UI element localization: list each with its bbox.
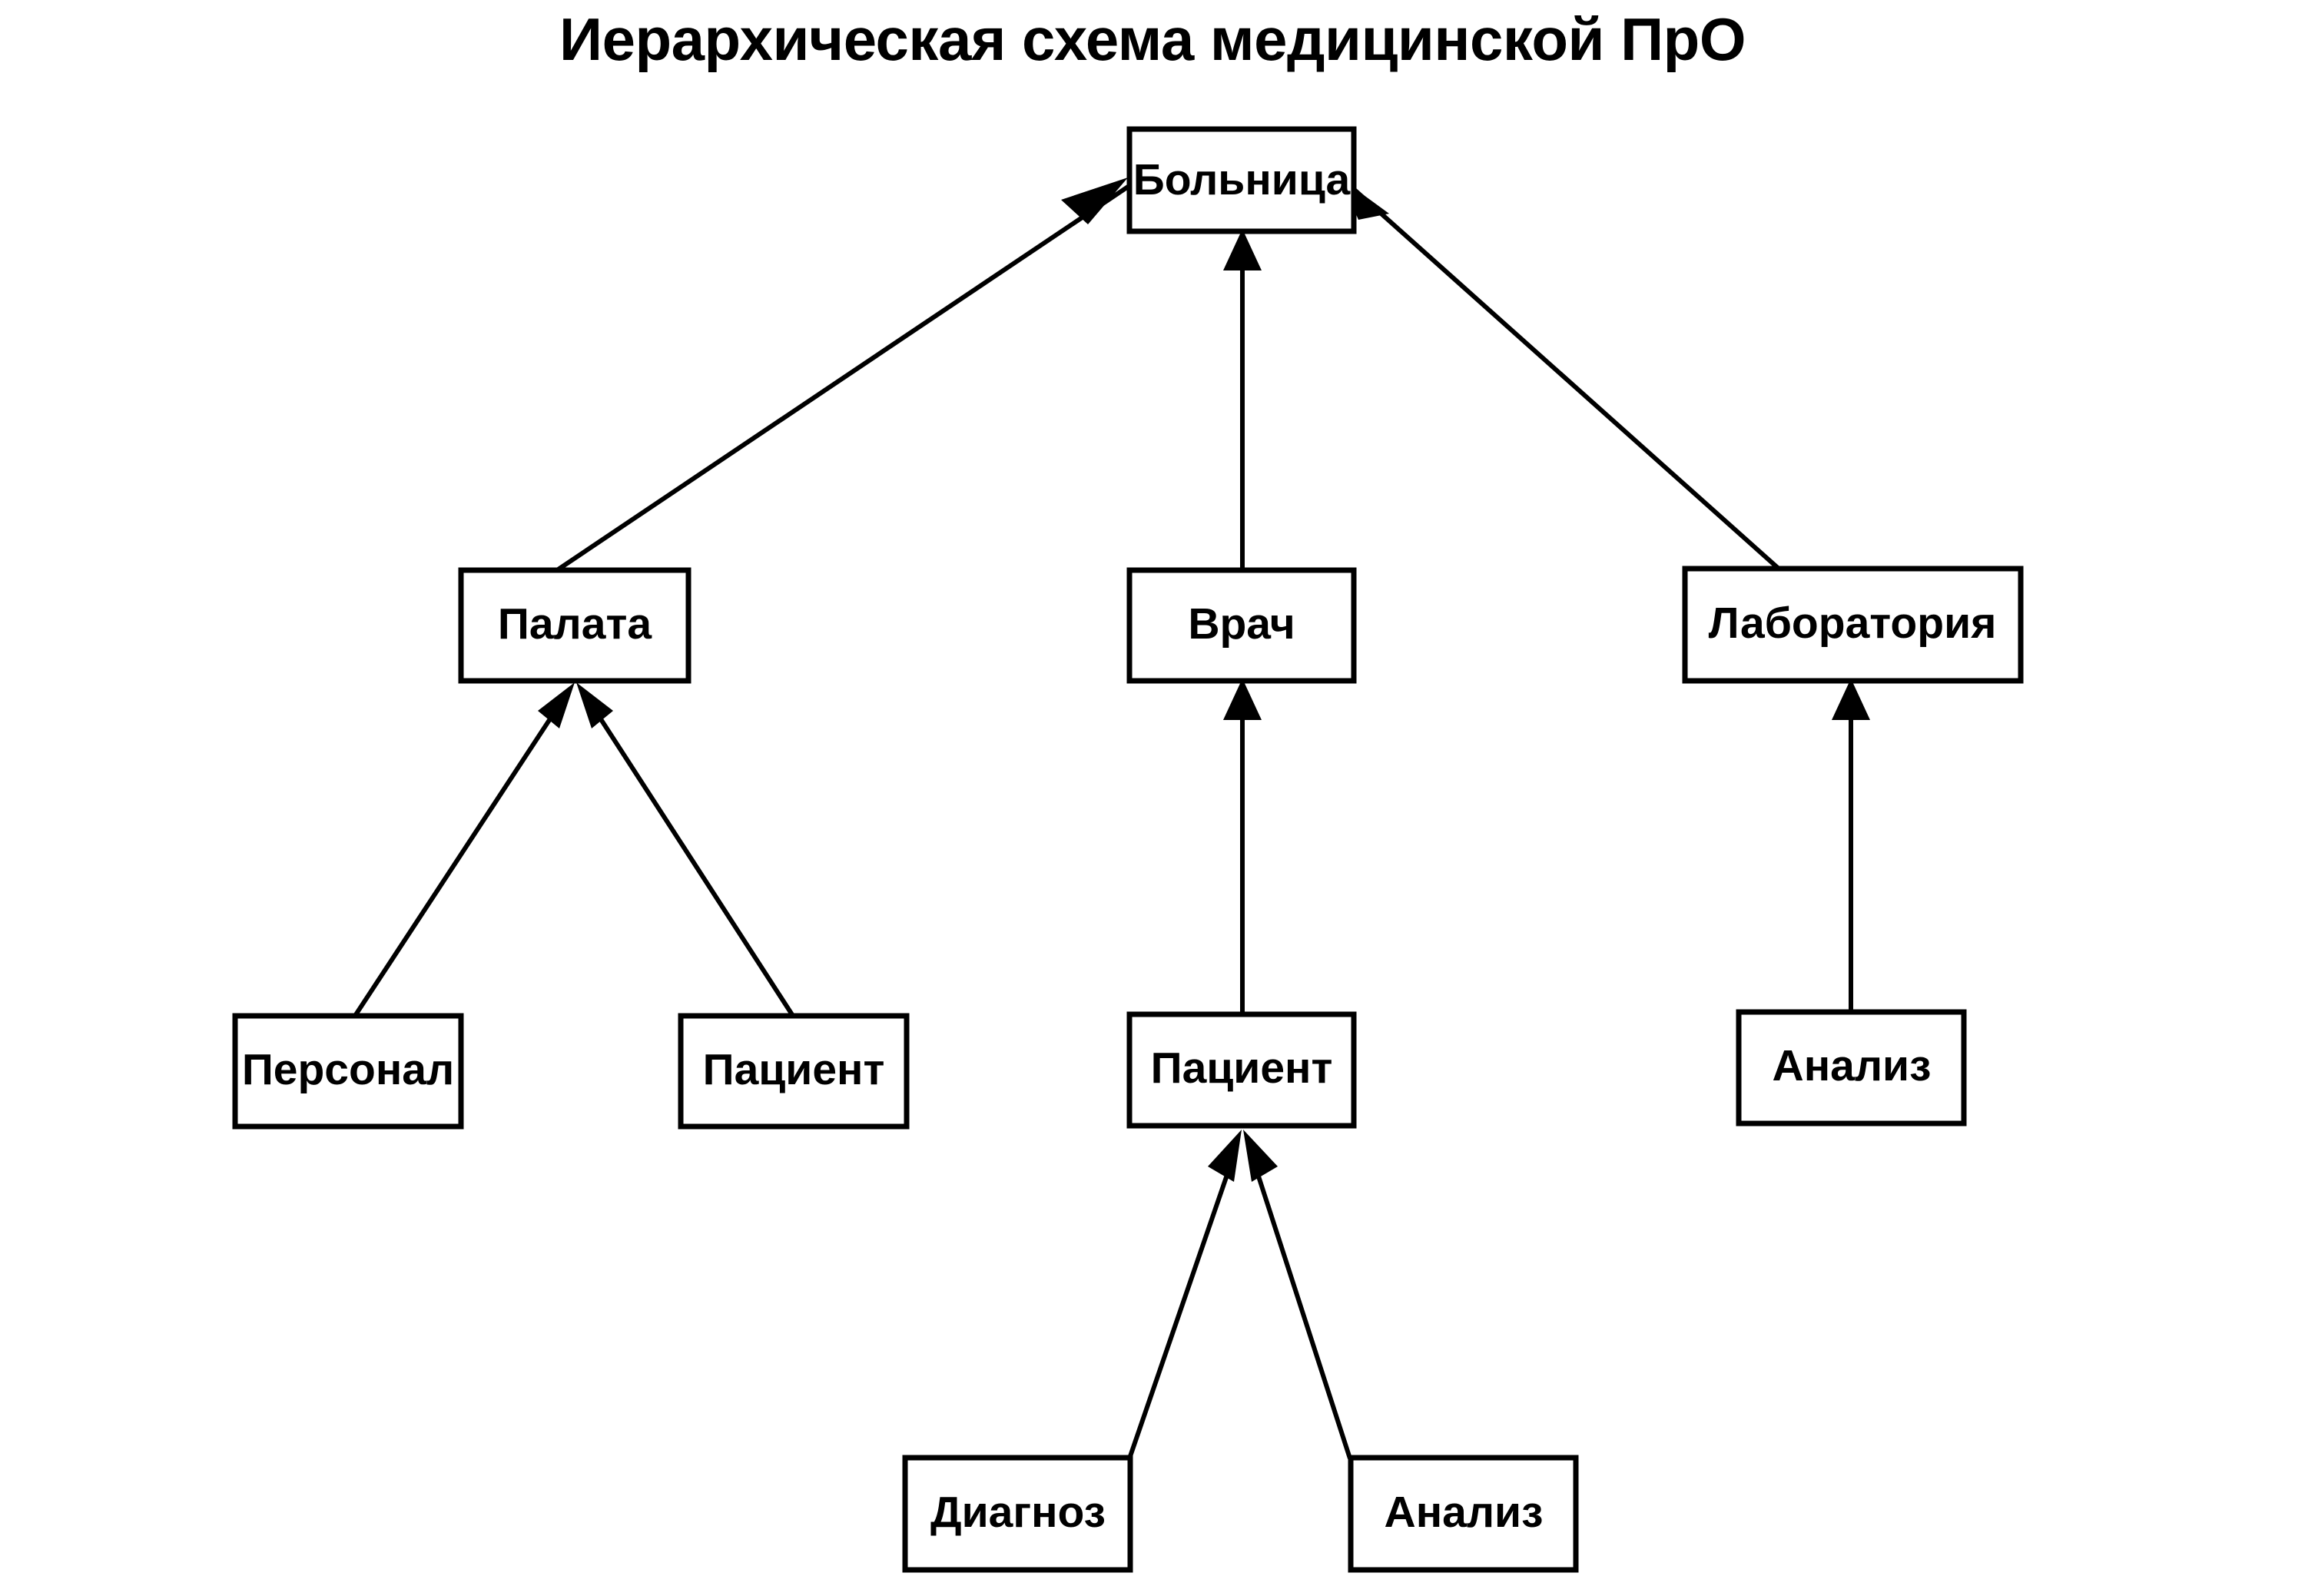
node-label-diagnosis: Диагноз [930,1488,1106,1537]
node-label-doctor: Врач [1188,599,1295,649]
node-box-patient-ward[interactable] [678,1013,910,1130]
node-label-analysis-lab: Анализ [1773,1041,1932,1090]
arrowhead-patient-ward [576,682,613,728]
node-box-staff[interactable] [232,1013,464,1130]
node-patient-ward[interactable]: Пациент [678,1013,910,1130]
edge-patient-doc-to-doctor [1223,679,1262,1014]
edge-line-staff-ward [353,692,569,1017]
edge-line-laboratory-hospital [1347,182,1780,571]
node-label-patient-doctor: Пациент [1151,1044,1333,1093]
arrowhead-ward-hospital [1061,178,1128,224]
node-analysis-patient[interactable]: Анализ [1348,1455,1579,1573]
arrowhead-patient-doctor [1223,679,1262,720]
edge-line-analysis-patient [1249,1152,1352,1459]
node-label-patient-ward: Пациент [703,1045,885,1094]
node-box-doctor[interactable] [1126,567,1357,684]
node-patient-doctor[interactable]: Пациент [1126,1011,1357,1129]
node-label-laboratory: Лаборатория [1709,599,1997,648]
node-hospital[interactable]: Больница [1126,126,1357,234]
edge-patient-ward-to-ward [576,682,795,1017]
arrowhead-diagnosis-patient [1208,1130,1242,1182]
edge-line-ward-hospital [556,180,1136,572]
edge-staff-to-ward [353,682,575,1017]
edge-doctor-to-hospital [1223,229,1262,569]
edge-ward-to-hospital [556,178,1136,572]
arrowhead-analysis-patient [1243,1130,1278,1182]
node-box-analysis-lab[interactable] [1736,1009,1967,1126]
arrowhead-staff-ward [538,682,575,728]
node-staff[interactable]: Персонал [232,1013,464,1130]
node-box-hospital[interactable] [1126,126,1357,234]
edge-line-patient-ward [582,692,795,1017]
node-label-analysis-patient: Анализ [1385,1488,1544,1537]
node-box-analysis-patient[interactable] [1348,1455,1579,1573]
edge-laboratory-to-hospital [1341,178,1780,571]
node-analysis-lab[interactable]: Анализ [1736,1009,1967,1126]
node-label-staff: Персонал [242,1045,454,1094]
edge-diagnosis-to-patient-doc [1127,1130,1242,1459]
node-doctor[interactable]: Врач [1126,567,1357,684]
node-ward[interactable]: Палата [458,567,692,684]
node-box-patient-doctor[interactable] [1126,1011,1357,1129]
edge-analysis-lab-to-laboratory [1832,679,1870,1013]
edge-analysis-pat-to-patient-doc [1243,1130,1352,1459]
page-title: Иерархическая схема медицинской ПрО [559,5,1746,73]
arrowhead-doctor-hospital [1223,229,1262,270]
node-label-hospital: Больница [1133,155,1351,204]
node-box-laboratory[interactable] [1682,566,2024,684]
edge-line-diagnosis-patient [1127,1152,1237,1459]
node-box-ward[interactable] [458,567,692,684]
node-diagnosis[interactable]: Диагноз [902,1455,1133,1573]
node-laboratory[interactable]: Лаборатория [1682,566,2024,684]
node-box-diagnosis[interactable] [902,1455,1133,1573]
node-label-ward: Палата [498,599,652,649]
arrowhead-analysis-laboratory [1832,679,1870,720]
